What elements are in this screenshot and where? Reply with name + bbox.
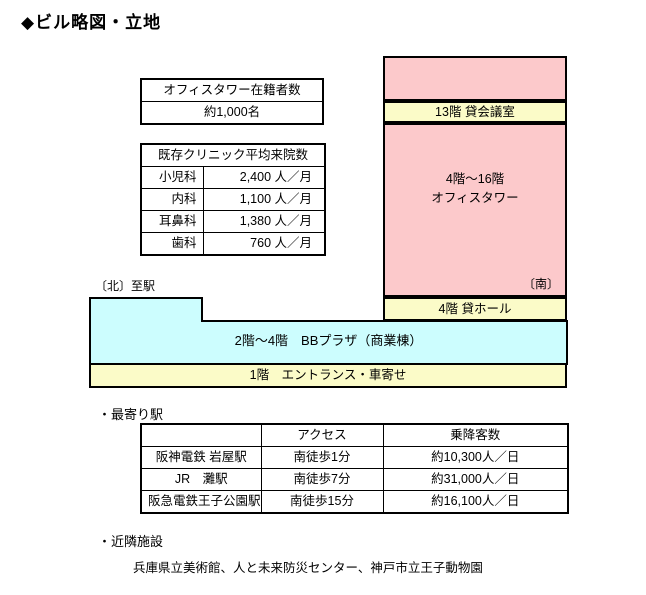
table-row: 既存クリニック平均来院数 (140, 143, 326, 167)
entrance-band: 1階 エントランス・車寄せ (89, 363, 567, 388)
table-row: 小児科 2,400 人／月 (140, 166, 326, 189)
clinic-visits: 760 人／月 (202, 232, 326, 256)
clinic-visits: 1,380 人／月 (202, 210, 326, 233)
table-row: 内科 1,100 人／月 (140, 188, 326, 211)
occupancy-table: オフィスタワー在籍者数 約1,000名 (140, 78, 324, 125)
clinic-visits: 1,100 人／月 (202, 188, 326, 211)
station-access: 南徒歩1分 (260, 446, 384, 469)
table-header-row: アクセス 乗降客数 (140, 423, 569, 447)
table-row: オフィスタワー在籍者数 (140, 78, 324, 102)
clinic-table: 既存クリニック平均来院数 小児科 2,400 人／月 内科 1,100 人／月 … (140, 143, 327, 256)
office-tower-name: オフィスタワー (431, 191, 519, 205)
south-label: 〔南〕 (522, 277, 559, 291)
meeting-room-floor: 13階 貸会議室 (383, 101, 567, 123)
table-row: 歯科 760 人／月 (140, 232, 326, 256)
plaza-label: 2階～4階 BBプラザ（商業棟） (234, 333, 423, 348)
clinic-dept: 内科 (140, 188, 204, 211)
table-row: 阪急電鉄王子公園駅 南徒歩15分 約16,100人／日 (140, 490, 569, 514)
clinic-dept: 小児科 (140, 166, 204, 189)
station-passengers: 約31,000人／日 (382, 468, 569, 491)
clinic-dept: 歯科 (140, 232, 204, 256)
rental-hall-floor: 4階 貸ホール (383, 297, 567, 321)
table-row: 阪神電鉄 岩屋駅 南徒歩1分 約10,300人／日 (140, 446, 569, 469)
access-col-header: アクセス (260, 423, 384, 447)
station-passengers: 約10,300人／日 (382, 446, 569, 469)
facilities-section-label: ・近隣施設 (98, 534, 164, 549)
tower-top-block (383, 56, 567, 101)
station-access: 南徒歩7分 (260, 468, 384, 491)
facilities-text: 兵庫県立美術館、人と未来防災センター、神戸市立王子動物園 (133, 561, 483, 575)
clinic-visits: 2,400 人／月 (202, 166, 326, 189)
clinic-dept: 耳鼻科 (140, 210, 204, 233)
table-row: 耳鼻科 1,380 人／月 (140, 210, 326, 233)
page-title: ◆ビル略図・立地 (21, 13, 162, 32)
station-access: 南徒歩15分 (260, 490, 384, 514)
north-label: 〔北〕至駅 (95, 279, 156, 293)
station-name: 阪神電鉄 岩屋駅 (140, 446, 262, 469)
occupancy-value: 約1,000名 (140, 101, 324, 125)
stations-table: アクセス 乗降客数 阪神電鉄 岩屋駅 南徒歩1分 約10,300人／日 JR 灘… (140, 423, 569, 514)
table-row: JR 灘駅 南徒歩7分 約31,000人／日 (140, 468, 569, 491)
occupancy-header: オフィスタワー在籍者数 (140, 78, 324, 102)
station-col-header (140, 423, 262, 447)
clinic-header: 既存クリニック平均来院数 (140, 143, 326, 167)
passengers-col-header: 乗降客数 (382, 423, 569, 447)
table-row: 約1,000名 (140, 101, 324, 125)
station-passengers: 約16,100人／日 (382, 490, 569, 514)
office-tower-floors: 4階～16階 (445, 172, 505, 186)
station-name: 阪急電鉄王子公園駅 (140, 490, 262, 514)
stations-section-label: ・最寄り駅 (98, 407, 164, 422)
station-name: JR 灘駅 (140, 468, 262, 491)
office-tower-block: 4階～16階 オフィスタワー 〔南〕 (383, 123, 567, 297)
